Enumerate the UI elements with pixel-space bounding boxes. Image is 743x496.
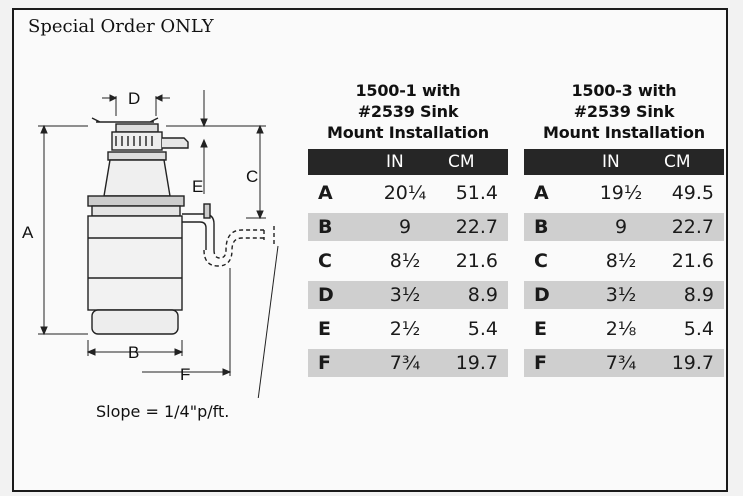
dimension-letter: C <box>318 250 332 272</box>
dimension-letter: A <box>318 182 333 204</box>
dimension-letter: F <box>534 352 547 374</box>
cm-value: 51.4 <box>455 182 498 204</box>
table-row: B 9 22.7 <box>308 209 508 243</box>
cm-value: 22.7 <box>455 216 498 238</box>
col-cm-header: CM <box>448 152 475 172</box>
inch-value: 7¾ <box>605 352 637 374</box>
table-row: D 3½ 8.9 <box>524 277 724 311</box>
dim-label-c: C <box>246 167 258 186</box>
table-header: IN CM <box>524 149 724 175</box>
cm-value: 22.7 <box>671 216 714 238</box>
table-title: 1500-1 with #2539 Sink Mount Installatio… <box>327 81 489 142</box>
table-title: 1500-3 with #2539 Sink Mount Installatio… <box>543 81 705 142</box>
dim-label-b: B <box>128 343 139 362</box>
dim-label-f: F <box>180 365 190 384</box>
table-row: D 3½ 8.9 <box>308 277 508 311</box>
inch-value: 7¾ <box>389 352 421 374</box>
dimension-letter: B <box>318 216 333 238</box>
table-row: A 19½ 49.5 <box>524 175 724 209</box>
dimension-letter: B <box>534 216 549 238</box>
table-row: B 9 22.7 <box>524 209 724 243</box>
cm-value: 8.9 <box>467 284 498 306</box>
cm-value: 49.5 <box>671 182 714 204</box>
cm-value: 5.4 <box>683 318 714 340</box>
disposer-diagram: D A E C B F <box>22 89 279 398</box>
dim-label-d: D <box>128 89 140 108</box>
dimension-letter: E <box>534 318 547 340</box>
table-header: IN CM <box>308 149 508 175</box>
col-in-header: IN <box>386 152 404 172</box>
inch-value: 8½ <box>605 250 637 272</box>
spec-table-1500-1: 1500-1 with #2539 Sink Mount Installatio… <box>308 80 508 379</box>
dimension-letter: D <box>534 284 550 306</box>
col-in-header: IN <box>602 152 620 172</box>
inch-value: 9 <box>614 216 628 238</box>
table-row: E 2⅛ 5.4 <box>524 311 724 345</box>
dimension-letter: D <box>318 284 334 306</box>
inch-value: 2⅛ <box>605 318 637 340</box>
inch-value: 3½ <box>389 284 421 306</box>
cm-value: 21.6 <box>455 250 498 272</box>
table-row: C 8½ 21.6 <box>524 243 724 277</box>
dimension-letter: F <box>318 352 331 374</box>
slope-note: Slope = 1/4"p/ft. <box>96 402 230 421</box>
table-row: E 2½ 5.4 <box>308 311 508 345</box>
cm-value: 21.6 <box>671 250 714 272</box>
table-row: F 7¾ 19.7 <box>524 345 724 379</box>
dimension-letter: E <box>318 318 331 340</box>
page-title: Special Order ONLY <box>28 16 214 37</box>
col-cm-header: CM <box>664 152 691 172</box>
table-row: F 7¾ 19.7 <box>308 345 508 379</box>
table-row: A 20¼ 51.4 <box>308 175 508 209</box>
dimension-letter: A <box>534 182 549 204</box>
dim-label-a: A <box>22 223 34 242</box>
table-row: C 8½ 21.6 <box>308 243 508 277</box>
spec-table-1500-3: 1500-3 with #2539 Sink Mount Installatio… <box>524 80 724 379</box>
dimension-letter: C <box>534 250 548 272</box>
cm-value: 5.4 <box>467 318 498 340</box>
cm-value: 8.9 <box>683 284 714 306</box>
inch-value: 2½ <box>389 318 421 340</box>
inch-value: 9 <box>398 216 412 238</box>
dim-label-e: E <box>192 177 203 196</box>
inch-value: 8½ <box>389 250 421 272</box>
cm-value: 19.7 <box>671 352 714 374</box>
inch-value: 19½ <box>599 182 643 204</box>
cm-value: 19.7 <box>455 352 498 374</box>
inch-value: 3½ <box>605 284 637 306</box>
inch-value: 20¼ <box>383 182 427 204</box>
